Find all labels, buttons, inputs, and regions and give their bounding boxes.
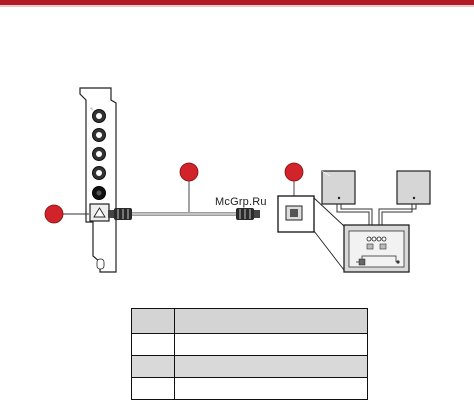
header-accent-bar <box>0 0 474 5</box>
connection-table <box>131 308 368 400</box>
header-divider <box>0 5 474 7</box>
sound-card-bracket <box>79 87 117 273</box>
table-cell <box>174 333 368 356</box>
table-cell <box>131 333 175 356</box>
callout-marker-cable <box>179 162 199 182</box>
speaker-left <box>321 170 356 205</box>
audio-jack-3 <box>92 147 106 161</box>
audio-jack-4 <box>92 166 106 180</box>
watermark-text: McGrp.Ru <box>215 196 267 208</box>
table-cell <box>174 377 368 400</box>
audio-jack-2 <box>92 128 106 142</box>
table-cell <box>131 355 175 378</box>
table-header-cell <box>131 308 175 334</box>
table-row <box>131 355 368 378</box>
table-row <box>131 377 368 400</box>
receiver-optical-input <box>277 195 315 233</box>
callout-marker-output <box>44 204 64 224</box>
zoom-line-bottom <box>313 230 345 271</box>
speaker-wires <box>336 204 417 226</box>
callout-marker-input <box>284 162 304 182</box>
audio-jack-1: ∿ <box>90 106 106 123</box>
audio-jack-5 <box>92 186 106 200</box>
table-header-cell <box>174 308 368 334</box>
optical-cable <box>108 208 260 220</box>
svg-text:∿: ∿ <box>90 106 93 111</box>
table-cell <box>131 377 175 400</box>
optical-out-port <box>89 203 110 222</box>
receiver-unit <box>343 224 410 273</box>
table-cell <box>174 355 368 378</box>
zoom-line-top <box>313 197 345 227</box>
table-row <box>131 333 368 356</box>
speaker-right <box>396 170 431 205</box>
table-header-row <box>131 308 368 334</box>
